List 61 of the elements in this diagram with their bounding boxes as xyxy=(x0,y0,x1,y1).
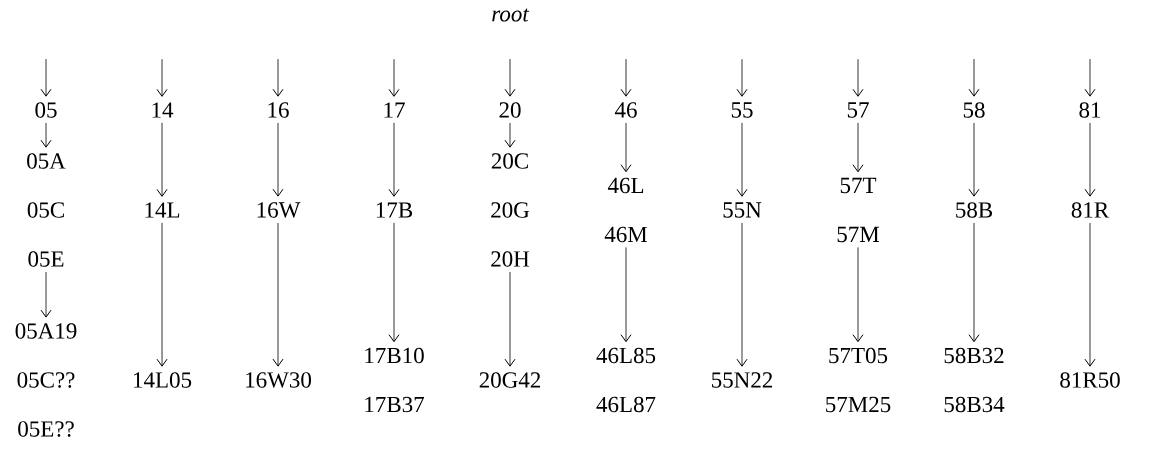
code-group: 55N22 xyxy=(712,372,773,388)
arrow xyxy=(40,88,52,97)
code-label: 16 xyxy=(268,102,289,118)
code-group: 16W30 xyxy=(246,372,311,388)
code-group: 20G42 xyxy=(479,372,541,388)
arrow xyxy=(272,222,284,367)
code-label: 14 xyxy=(152,102,174,118)
arrow xyxy=(620,247,632,343)
arrow xyxy=(504,122,516,148)
code-group: 17B10 17B37 xyxy=(365,347,424,413)
code-group: 17B xyxy=(376,202,413,218)
arrow xyxy=(504,271,516,367)
arrow xyxy=(968,222,980,343)
arrow xyxy=(968,122,980,197)
arrow xyxy=(1084,122,1096,197)
arrow xyxy=(1084,222,1096,367)
arrow xyxy=(736,122,748,197)
arrow xyxy=(736,88,748,97)
code-group: 14L xyxy=(145,202,180,218)
arrow xyxy=(852,122,864,173)
arrow xyxy=(852,88,864,97)
code-group: 46L 46M xyxy=(604,177,648,243)
arrow xyxy=(40,271,52,318)
code-group: 16W xyxy=(257,202,301,218)
code-group: 05A19 05C?? 05E?? xyxy=(15,323,77,437)
code-label: 17 xyxy=(384,102,405,118)
code-label: 05 xyxy=(35,102,57,118)
code-label: 20 xyxy=(499,102,521,118)
arrow xyxy=(388,122,400,197)
arrow xyxy=(620,122,632,173)
code-label: 81 xyxy=(1079,102,1101,118)
code-label: 57 xyxy=(847,102,869,118)
code-group: 05A 05C 05E xyxy=(27,153,66,267)
arrow xyxy=(736,222,748,367)
arrow xyxy=(156,88,168,97)
arrow xyxy=(156,222,168,367)
code-group: 46L85 46L87 xyxy=(596,347,656,413)
arrow xyxy=(852,246,864,343)
code-label: 55 xyxy=(731,102,753,118)
code-label: 58 xyxy=(963,102,985,118)
code-label: 46 xyxy=(614,102,637,118)
code-group: 57T05 57M25 xyxy=(826,347,891,413)
arrow xyxy=(1084,88,1096,97)
code-group: 14L05 xyxy=(134,372,192,388)
arrow xyxy=(272,88,284,97)
code-group: 58B32 58B34 xyxy=(944,347,1005,413)
code-group: 81R xyxy=(1071,202,1110,218)
arrow xyxy=(272,122,284,197)
arrow xyxy=(156,122,168,197)
arrow xyxy=(504,88,516,97)
arrow xyxy=(388,222,400,343)
arrow xyxy=(40,122,52,148)
root-label: root xyxy=(492,8,530,22)
code-group: 58B xyxy=(956,202,993,218)
code-group: 55N xyxy=(723,202,762,218)
arrow xyxy=(388,88,400,97)
code-group: 20C 20G 20H xyxy=(491,153,530,267)
arrow xyxy=(968,88,980,97)
arrow xyxy=(620,88,632,97)
code-group: 57T 57M xyxy=(837,177,880,243)
code-group: 81R50 xyxy=(1060,372,1120,388)
